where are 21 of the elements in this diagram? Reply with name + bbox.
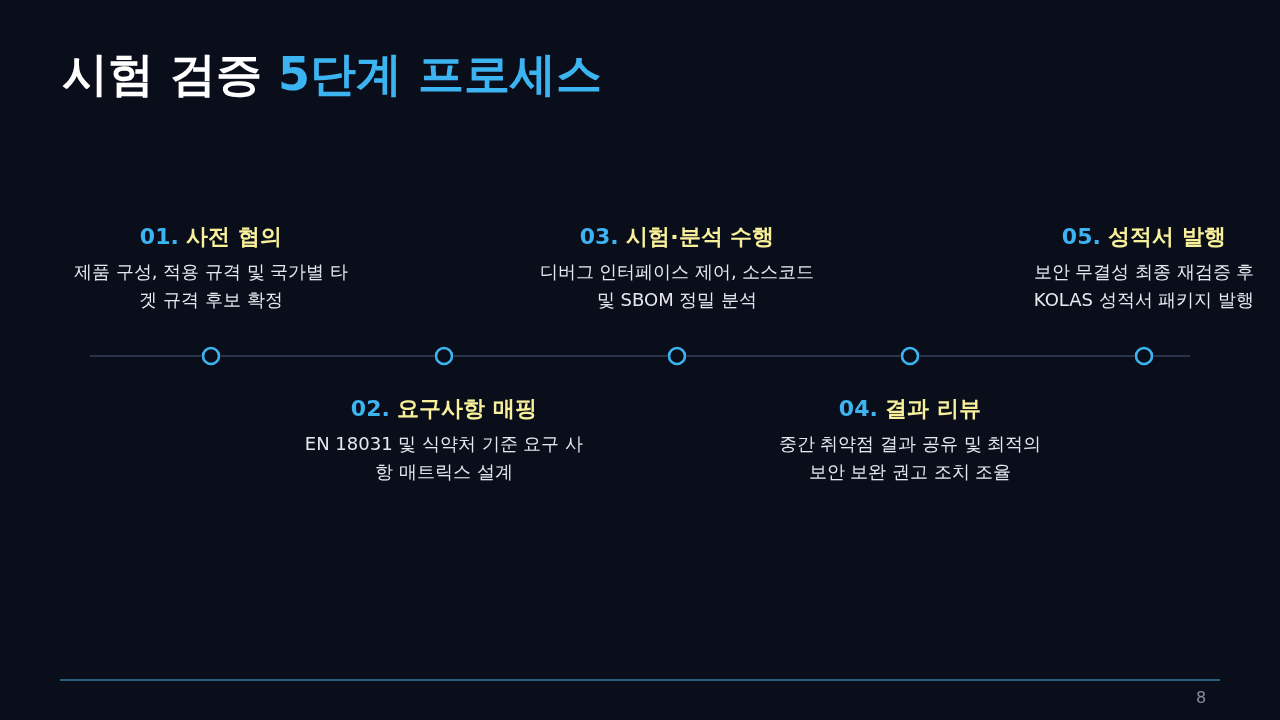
page-number: 8 [1196, 688, 1207, 707]
step-title: 02. 요구사항 매핑 [350, 395, 538, 423]
step-description: 중간 취약점 결과 공유 및 최적의 보안 보완 권고 조치 조율 [777, 432, 1043, 484]
step-title: 04. 결과 리뷰 [838, 395, 982, 423]
timeline-connector [453, 355, 668, 357]
step-description: 보안 무결성 최종 재검증 후 KOLAS 성적서 패키지 발행 [1032, 260, 1256, 312]
timeline-marker [667, 346, 687, 366]
timeline-marker [201, 346, 221, 366]
timeline-connector [220, 355, 435, 357]
timeline-marker [900, 346, 920, 366]
step-description: 제품 구성, 적용 규격 및 국가별 타겟 규격 후보 확정 [72, 260, 350, 312]
step-description: EN 18031 및 식약처 기준 요구 사항 매트릭스 설계 [304, 432, 584, 484]
timeline-connector [686, 355, 901, 357]
step-title: 03. 시험·분석 수행 [579, 223, 775, 251]
step-title: 01. 사전 협의 [139, 223, 283, 251]
slide-title: 시험 검증 5단계 프로세스 [62, 46, 603, 103]
step-description: 디버그 인터페이스 제어, 소스코드 및 SBOM 정밀 분석 [538, 260, 816, 312]
timeline-marker [434, 346, 454, 366]
timeline-marker [1134, 346, 1154, 366]
step-title: 05. 성적서 발행 [1061, 223, 1227, 251]
timeline-connector [919, 355, 1135, 357]
